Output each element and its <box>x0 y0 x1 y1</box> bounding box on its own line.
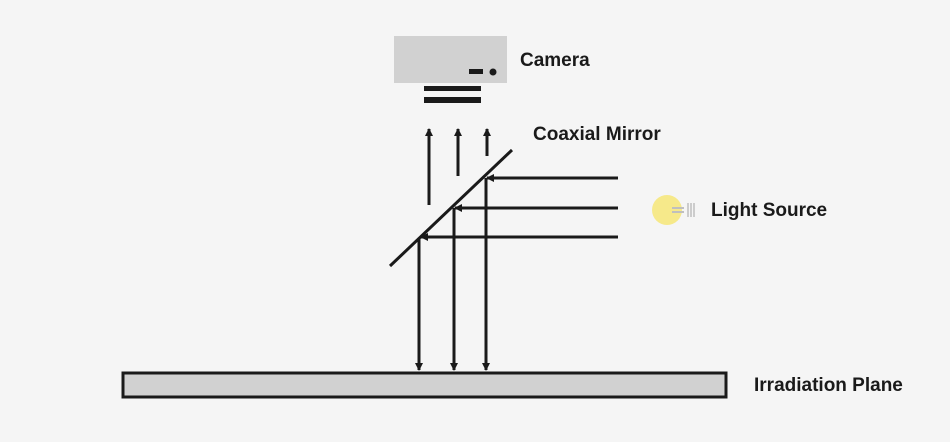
camera-lens-dot <box>489 68 497 76</box>
downward-rays <box>415 178 490 371</box>
reflected-rays <box>425 128 491 205</box>
camera-body <box>394 36 507 83</box>
plane-label: Irradiation Plane <box>754 375 903 396</box>
light-source-label: Light Source <box>711 200 827 221</box>
irradiation-plane <box>121 371 728 399</box>
camera-indicator <box>469 69 483 74</box>
camera <box>394 36 507 103</box>
mirror-label: Coaxial Mirror <box>533 124 661 145</box>
camera-lens-bar-bottom <box>424 97 481 103</box>
camera-label: Camera <box>520 50 590 71</box>
coaxial-mirror <box>388 148 514 268</box>
camera-lens-bar-top <box>424 86 481 91</box>
light-bulb-icon <box>652 195 695 225</box>
